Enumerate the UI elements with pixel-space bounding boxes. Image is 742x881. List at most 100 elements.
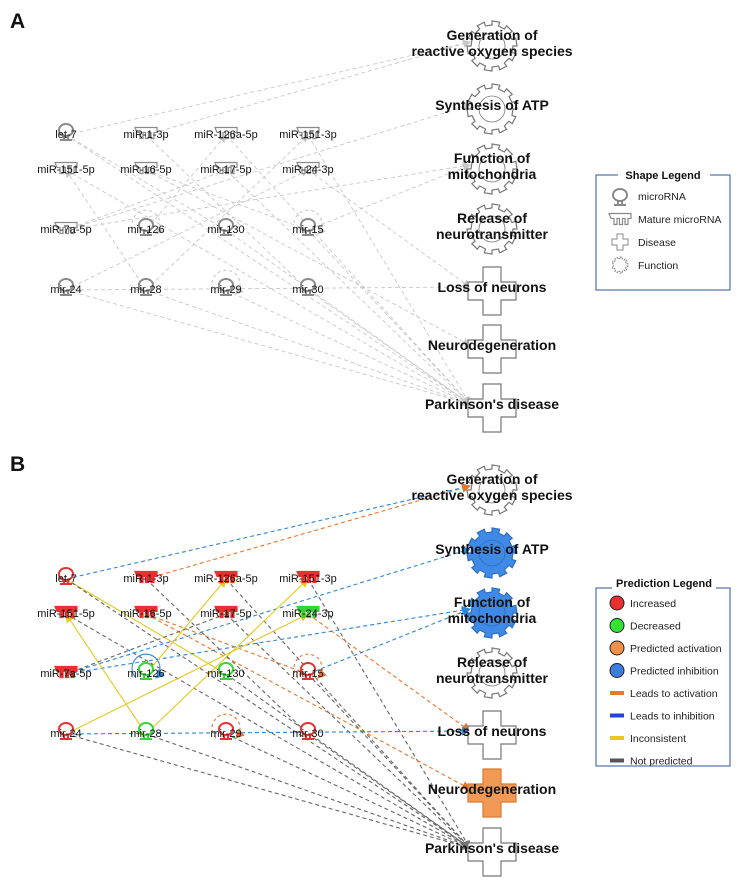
function-shape-inner [478, 215, 506, 243]
panel-b-edge [225, 613, 471, 849]
prediction-legend-label: Decreased [630, 621, 681, 633]
disease-icon [611, 233, 629, 251]
mirna-node-mir24_3[interactable]: miR-24-3p [282, 605, 334, 621]
panel-a-edge [65, 289, 471, 406]
panel-b-edge [307, 607, 471, 675]
mirna-label-mir24: mir-24 [50, 728, 81, 740]
panel-a-edge [145, 134, 309, 291]
function-shape-inner [478, 32, 506, 60]
target-label-neuro-1: neurotransmitter [436, 226, 549, 242]
target-node-atp[interactable]: Synthesis of ATP [435, 83, 549, 135]
mirna-node-mir126[interactable]: mir-126 [127, 218, 165, 236]
panel-a-edge [307, 163, 471, 231]
prediction-legend-item-0: Increased [609, 595, 676, 611]
mirna-label-mir130: mir-130 [207, 224, 244, 236]
panel-a-edge [307, 289, 471, 405]
panel-a-edges [65, 39, 471, 406]
target-label-loss-0: Loss of neurons [438, 279, 547, 295]
mirna-node-mir24[interactable]: mir-24 [50, 722, 82, 740]
target-label-ros-1: reactive oxygen species [411, 487, 572, 503]
target-node-atp[interactable]: Synthesis of ATP [435, 527, 549, 579]
panel-b-edge [65, 613, 309, 735]
mirna-node-mir17[interactable]: miR-17-5p [200, 605, 252, 621]
disease-shape [467, 827, 517, 877]
target-node-loss[interactable]: Loss of neurons [438, 710, 547, 760]
mirna-node-mir15[interactable]: mir-15 [292, 662, 324, 680]
prediction-legend: Prediction Legend IncreasedDecreasedPred… [595, 576, 731, 768]
mirna-node-mir151_5[interactable]: miR-151-5p [37, 605, 95, 621]
mirna-node-mir16[interactable]: miR-16-5p [120, 161, 172, 177]
panel-b-edge [65, 613, 227, 676]
panel-a-self-loop [293, 209, 326, 235]
mirna-node-mir130[interactable]: mir-130 [207, 218, 245, 236]
mirna-node-mir7a[interactable]: miR-7a-5p [40, 221, 92, 237]
prediction-legend-label: Inconsistent [630, 733, 686, 745]
panel-b-edge [65, 483, 471, 580]
shape-legend-label: Function [638, 260, 678, 272]
panel-a-edge [225, 134, 471, 405]
panel-b-edge [225, 733, 471, 849]
panel-a-edge [225, 169, 471, 405]
function-icon [611, 256, 629, 274]
mirna-node-mir24[interactable]: mir-24 [50, 278, 82, 296]
legend-swatch-circle [609, 595, 625, 611]
target-node-ndg[interactable]: Neurodegeneration [428, 324, 556, 374]
mirna-node-mir24_3[interactable]: miR-24-3p [282, 161, 334, 177]
mirna-node-mir151_5[interactable]: miR-151-5p [37, 161, 95, 177]
panel-b-edge [65, 578, 227, 675]
mirna-node-mir16[interactable]: miR-16-5p [120, 605, 172, 621]
mirna-node-mir1[interactable]: miR-1-3p [123, 126, 169, 142]
disease-shape [467, 324, 517, 374]
mirna-node-mir126a[interactable]: miR-126a-5p [194, 126, 258, 142]
panel-a-edge [65, 169, 227, 232]
legend-swatch-bar [610, 713, 624, 718]
target-label-ros-0: Generation of [446, 471, 537, 487]
mirna-node-mir29[interactable]: mir-29 [210, 278, 242, 296]
mirna-node-mir1[interactable]: miR-1-3p [123, 570, 169, 586]
mirna-node-mir126[interactable]: mir-126 [127, 662, 165, 680]
panel-a-network: let-7 miR-1-3p miR-126a-5p miR-151-3p miR-15… [37, 20, 573, 433]
mirna-node-mir28[interactable]: mir-28 [130, 722, 162, 740]
mirna-node-mir28[interactable]: mir-28 [130, 278, 162, 296]
target-label-mito-0: Function of [454, 150, 531, 166]
mirna-node-mir151_3[interactable]: miR-151-3p [279, 126, 337, 142]
mirna-node-let7[interactable]: let-7 [55, 567, 77, 585]
function-shape-inner [478, 599, 506, 627]
mirna-label-mir30: mir-30 [292, 284, 323, 296]
legend-swatch-circle [609, 618, 625, 633]
target-label-loss-0: Loss of neurons [438, 723, 547, 739]
panel-b-edge [145, 613, 471, 790]
panel-a-edge [225, 289, 471, 405]
mirna-node-mir30[interactable]: mir-30 [292, 278, 324, 296]
target-node-pd[interactable]: Parkinson's disease [425, 383, 559, 433]
panel-b-edge [225, 673, 471, 849]
mirna-label-mir1: miR-1-3p [123, 129, 168, 141]
mirna-node-mir15[interactable]: mir-15 [292, 218, 324, 236]
prediction-legend-item-3: Predicted inhibition [609, 663, 719, 678]
shape-legend-item-2: Disease [611, 233, 676, 251]
target-node-ndg[interactable]: Neurodegeneration [428, 768, 556, 818]
legend-swatch-circle [609, 663, 625, 678]
target-node-loss[interactable]: Loss of neurons [438, 266, 547, 316]
mirna-label-mir15: mir-15 [292, 224, 323, 236]
mirna-node-mir17[interactable]: miR-17-5p [200, 161, 252, 177]
mirna-node-mir151_3[interactable]: miR-151-3p [279, 570, 337, 586]
legend-swatch-bar [610, 736, 624, 740]
panel-b-edge [65, 613, 147, 735]
mirna-node-let7[interactable]: let-7 [55, 123, 77, 141]
mirna-node-mir29[interactable]: mir-29 [210, 722, 242, 740]
disease-shape [467, 768, 517, 818]
mirna-node-mir30[interactable]: mir-30 [292, 722, 324, 740]
mirna-node-mir130[interactable]: mir-130 [207, 662, 245, 680]
mirna-node-mir126a[interactable]: miR-126a-5p [194, 570, 258, 586]
mirna-node-mir7a[interactable]: miR-7a-5p [40, 665, 92, 681]
mirna-label-mir15: mir-15 [292, 668, 323, 680]
target-node-pd[interactable]: Parkinson's disease [425, 827, 559, 877]
